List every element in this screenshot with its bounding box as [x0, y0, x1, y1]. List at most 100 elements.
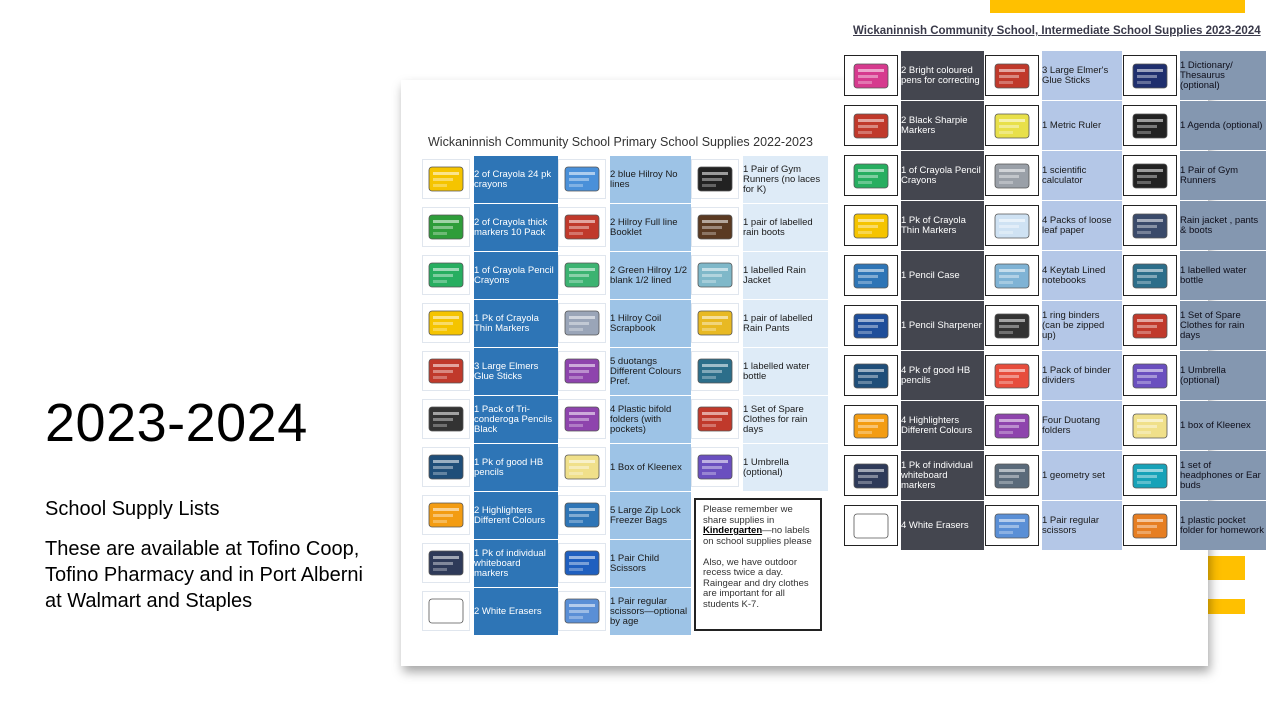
duotang-icon	[985, 405, 1039, 446]
glue-stick-icon	[422, 351, 470, 391]
supply-item: 1 pair of labelled rain boots	[691, 204, 828, 251]
supply-item-label: 1 pair of labelled rain boots	[743, 204, 828, 251]
supply-item-label: 5 duotangs Different Colours Pref.	[610, 348, 691, 395]
supply-item-label: Rain jacket , pants & boots	[1180, 201, 1266, 250]
supply-item-label: 1 Pk of good HB pencils	[474, 444, 558, 491]
supply-item-label: 1 Pair of Gym Runners	[1180, 151, 1266, 200]
supply-item: 1 Pencil Sharpener	[843, 301, 984, 350]
supply-item-label: 1 ring binders (can be zipped up)	[1042, 301, 1122, 350]
primary-row: 2 White Erasers 1 Pair regular scissors—o…	[422, 588, 828, 635]
supply-item-label: 4 Packs of loose leaf paper	[1042, 201, 1122, 250]
supply-item: 1 Pair of Gym Runners (no laces for K)	[691, 156, 828, 203]
supply-item: 1 Pencil Case	[843, 251, 984, 300]
scissors-icon	[985, 505, 1039, 546]
supply-item: 1 Metric Ruler	[984, 101, 1122, 150]
umbrella-icon	[1123, 355, 1177, 396]
supply-item: Four Duotang folders	[984, 401, 1122, 450]
supply-item: 1 Pk of individual whiteboard markers	[843, 451, 984, 500]
rain-jacket-icon	[691, 255, 739, 295]
supply-item: 1 Pair regular scissors—optional by age	[558, 588, 691, 635]
supply-item: 1 geometry set	[984, 451, 1122, 500]
pencil-case-icon	[844, 255, 898, 296]
duotang-icon	[558, 351, 606, 391]
supply-item-label: 1 geometry set	[1042, 451, 1122, 500]
green-notebook-icon	[558, 255, 606, 295]
supply-item-label: 2 Bright coloured pens for correcting	[901, 51, 984, 100]
supply-item: 1 labelled water bottle	[691, 348, 828, 395]
supply-item: 1 Umbrella (optional)	[1122, 351, 1266, 400]
whiteboard-markers-icon	[844, 455, 898, 496]
booklet-icon	[558, 207, 606, 247]
supply-item-label: 1 labelled water bottle	[743, 348, 828, 395]
supply-item: 3 Large Elmers Glue Sticks	[422, 348, 558, 395]
crayon-box-icon	[422, 159, 470, 199]
pens-icon	[844, 55, 898, 96]
supply-item: 2 White Erasers	[422, 588, 558, 635]
supply-item-label: 1 Pk of Crayola Thin Markers	[474, 300, 558, 347]
supply-item: Rain jacket , pants & boots	[1122, 201, 1266, 250]
supply-item-label: 2 Green Hilroy 1/2 blank 1/2 lined	[610, 252, 691, 299]
intermediate-row: 1 Pencil Sharpener 1 ring binders (can be…	[843, 301, 1266, 350]
slide-body-text: These are available at Tofino Coop, Tofi…	[45, 538, 363, 612]
slide-subtitle: School Supply Lists	[45, 498, 220, 520]
supply-item-label: 2 of Crayola 24 pk crayons	[474, 156, 558, 203]
supply-item: 1 Set of Spare Clothes for rain days	[691, 396, 828, 443]
accent-bar-top	[990, 0, 1245, 13]
markers-box-icon	[422, 207, 470, 247]
supply-item: 1 set of headphones or Ear buds	[1122, 451, 1266, 500]
water-bottle-icon	[1123, 255, 1177, 296]
regular-scissors-icon	[558, 591, 606, 631]
supply-item: 1 Pair of Gym Runners	[1122, 151, 1266, 200]
supply-item-label: 1 set of headphones or Ear buds	[1180, 451, 1266, 500]
supply-item-label: 2 Black Sharpie Markers	[901, 101, 984, 150]
supply-item: 3 Large Elmer's Glue Sticks	[984, 51, 1122, 100]
supply-item-label: 1 Agenda (optional)	[1180, 101, 1266, 150]
note-line3: Also, we have outdoor recess twice a day…	[703, 556, 809, 610]
supply-item: 1 labelled water bottle	[1122, 251, 1266, 300]
supply-item: 1 Hilroy Coil Scrapbook	[558, 300, 691, 347]
supply-item-label: 1 Set of Spare Clothes for rain days	[743, 396, 828, 443]
supply-item-label: 1 box of Kleenex	[1180, 401, 1266, 450]
primary-row: 2 of Crayola 24 pk crayons 2 blue Hilroy …	[422, 156, 828, 203]
umbrella-icon	[691, 447, 739, 487]
supply-item: 1 Agenda (optional)	[1122, 101, 1266, 150]
folder-icon	[558, 399, 606, 439]
accent-bar-middle	[1208, 556, 1245, 580]
supply-item-label: 2 White Erasers	[474, 588, 558, 635]
whiteboard-markers-icon	[422, 543, 470, 583]
supply-item-label: 1 Set of Spare Clothes for rain days	[1180, 301, 1266, 350]
rain-jacket-icon	[1123, 205, 1177, 246]
ruler-icon	[985, 105, 1039, 146]
headphones-icon	[1123, 455, 1177, 496]
supply-item: 5 Large Zip Lock Freezer Bags	[558, 492, 691, 539]
agenda-icon	[1123, 105, 1177, 146]
rain-boots-icon	[691, 207, 739, 247]
supply-item-label: 4 Keytab Lined notebooks	[1042, 251, 1122, 300]
supply-item: 2 Hilroy Full line Booklet	[558, 204, 691, 251]
supply-item-label: 1 Pair Child Scissors	[610, 540, 691, 587]
supply-item: 4 White Erasers	[843, 501, 984, 550]
supply-item-label: 4 Plastic bifold folders (with pockets)	[610, 396, 691, 443]
supply-item-label: 1 labelled Rain Jacket	[743, 252, 828, 299]
supply-item-label: 4 Pk of good HB pencils	[901, 351, 984, 400]
note-line1: Please remember we share supplies in	[703, 504, 793, 526]
supply-item-label: 1 Metric Ruler	[1042, 101, 1122, 150]
supply-item-label: 1 Pair regular scissors—optional by age	[610, 588, 691, 635]
water-bottle-icon	[691, 351, 739, 391]
supply-item-label: 1 Pk of individual whiteboard markers	[474, 540, 558, 587]
supply-item: 1 Pack of Tri-conderoga Pencils Black	[422, 396, 558, 443]
supply-item-label: 1 Hilroy Coil Scrapbook	[610, 300, 691, 347]
supply-item-label: 2 blue Hilroy No lines	[610, 156, 691, 203]
dictionary-icon	[1123, 55, 1177, 96]
supply-item-label: 3 Large Elmer's Glue Sticks	[1042, 51, 1122, 100]
supply-item: 1 Pk of Crayola Thin Markers	[843, 201, 984, 250]
supply-item-label: 2 of Crayola thick markers 10 Pack	[474, 204, 558, 251]
supply-item: 1 of Crayola Pencil Crayons	[422, 252, 558, 299]
supply-item: 2 of Crayola 24 pk crayons	[422, 156, 558, 203]
